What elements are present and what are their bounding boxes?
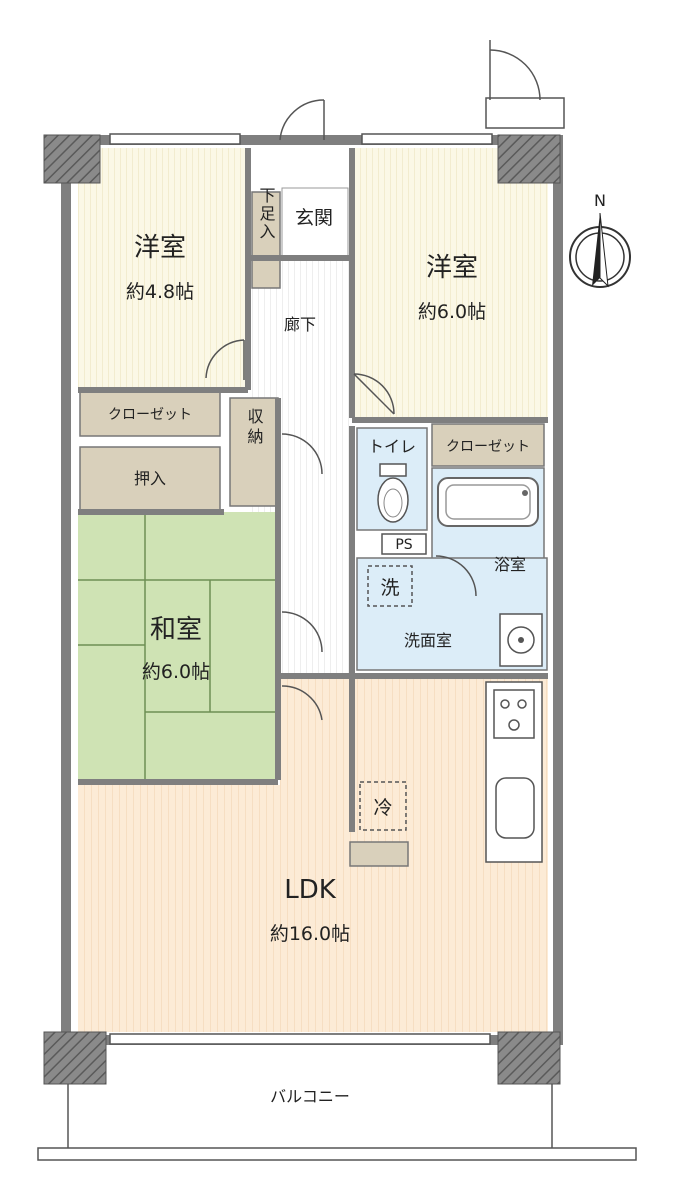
closet-right-label: クローゼット bbox=[446, 439, 530, 455]
bathtub-icon bbox=[437, 477, 539, 527]
washroom-label: 洗面室 bbox=[404, 631, 452, 650]
entrance-floor bbox=[281, 187, 349, 259]
storage-label: 収納 bbox=[245, 408, 264, 448]
closet-left bbox=[79, 391, 221, 437]
tatami-lines bbox=[78, 512, 276, 780]
ldk-floor bbox=[78, 675, 548, 1032]
ldk-name: LDK bbox=[284, 875, 337, 905]
outdoor-storage bbox=[485, 97, 565, 129]
closet-right bbox=[431, 423, 545, 467]
toilet-icon bbox=[377, 463, 409, 523]
ps-box bbox=[381, 533, 427, 555]
hallway-label: 廊下 bbox=[284, 315, 316, 334]
storage-small bbox=[229, 397, 279, 507]
fridge-label: 冷 bbox=[373, 797, 392, 819]
western-room-right-name: 洋室 bbox=[426, 253, 478, 283]
washer-label: 洗 bbox=[380, 577, 399, 599]
ps-label: PS bbox=[395, 537, 412, 553]
bath-label: 浴室 bbox=[494, 555, 526, 574]
balcony-label: バルコニー bbox=[270, 1087, 350, 1106]
door-swings bbox=[205, 40, 541, 721]
western-room-left-size: 約4.8帖 bbox=[126, 281, 194, 303]
windows bbox=[109, 133, 493, 1045]
washer-space bbox=[367, 565, 413, 607]
compass-icon bbox=[569, 212, 631, 288]
japanese-room-name: 和室 bbox=[150, 615, 202, 645]
western-room-right-size: 約6.0帖 bbox=[418, 301, 486, 323]
western-room-left-floor bbox=[78, 148, 248, 390]
balcony bbox=[37, 1084, 637, 1161]
japanese-room-floor bbox=[78, 512, 276, 780]
closet-left-label: クローゼット bbox=[108, 407, 192, 423]
interior-walls bbox=[78, 148, 548, 832]
structural-columns bbox=[43, 134, 561, 1085]
entrance-label: 玄関 bbox=[295, 207, 333, 229]
oshiire-label: 押入 bbox=[134, 469, 166, 488]
toilet-label: トイレ bbox=[368, 437, 416, 456]
fridge-space bbox=[359, 781, 407, 831]
sink-icon bbox=[499, 613, 543, 667]
shoe-storage-label: 下足入 bbox=[257, 187, 276, 241]
western-room-left-name: 洋室 bbox=[134, 233, 186, 263]
kitchen-counter bbox=[485, 681, 543, 863]
western-room-right-floor bbox=[355, 148, 548, 418]
compass-north-label: N bbox=[594, 191, 606, 210]
shoe-storage bbox=[251, 191, 281, 289]
ldk-size: 約16.0帖 bbox=[270, 923, 350, 945]
pillar-box bbox=[349, 841, 409, 867]
japanese-room-size: 約6.0帖 bbox=[142, 661, 210, 683]
